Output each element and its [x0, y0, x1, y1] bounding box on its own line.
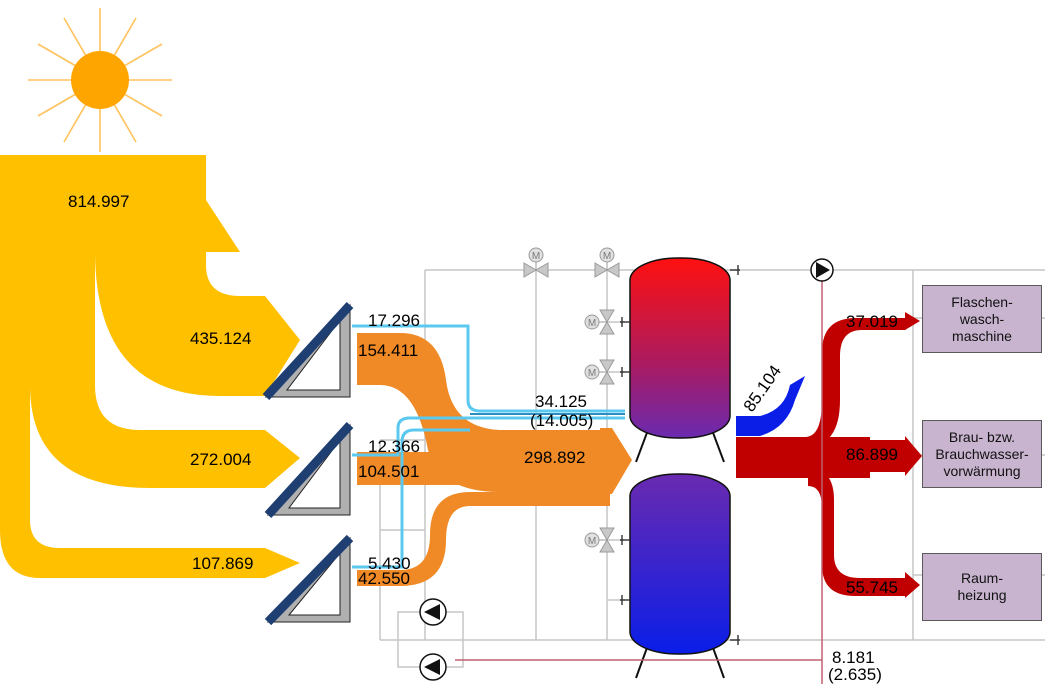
collector-1: [262, 301, 354, 401]
svg-text:M: M: [532, 251, 540, 262]
storage-input-arrow: [600, 428, 632, 494]
consumer-flow-label-3: 55.745: [846, 578, 898, 597]
collector-solar-label-2: 272.004: [190, 450, 251, 469]
flow-labels: 814.997 435.124 272.004 107.869 17.296 1…: [68, 192, 898, 684]
return-flow-label-3: 5.430: [368, 554, 411, 573]
storage-input-label: 298.892: [524, 448, 585, 467]
solar-branch-1: [95, 250, 300, 396]
fresh-water-flow: [736, 376, 805, 436]
valve-icon: M: [584, 527, 615, 553]
collector-3: [264, 534, 354, 626]
svg-text:M: M: [588, 318, 596, 329]
pump-icon: [810, 258, 834, 282]
svg-text:M: M: [588, 536, 596, 547]
valve-icon: M: [594, 247, 620, 278]
svg-text:M: M: [588, 368, 596, 379]
storage-tank-hot: [629, 257, 731, 463]
loss-sub-label: (14.005): [530, 411, 593, 430]
valve-icon: M: [523, 247, 549, 278]
solar-branch-2: [30, 250, 300, 488]
pump-icon: [419, 653, 447, 681]
solar-input-flow: [0, 155, 240, 252]
return-flow-label-2: 12.366: [368, 437, 420, 456]
collector-heat-label-3: 42.550: [358, 569, 410, 588]
solar-branch-3: [0, 250, 300, 578]
consumer-flow-2: [860, 436, 922, 476]
collector-heat-label-2: 104.501: [358, 462, 419, 481]
heat-flows: [357, 333, 632, 586]
consumer-flow-label-1: 37.019: [846, 312, 898, 331]
consumer-flows: [736, 312, 922, 598]
valve-icon: M: [584, 359, 615, 385]
motor-valves: M M M M M: [523, 247, 620, 553]
collector-solar-label-1: 435.124: [190, 329, 251, 348]
tank-connectors: [620, 265, 740, 645]
solar-collectors: [262, 301, 354, 626]
consumer-box-space-heating: Raum- heizung: [922, 553, 1042, 621]
solar-total-label: 814.997: [68, 192, 129, 211]
collector-heat-label-1: 154.411: [358, 341, 418, 360]
heat-flow-2: [357, 452, 612, 485]
valve-icon: M: [584, 309, 615, 335]
pipe-loss-sub-label: (2.635): [828, 665, 882, 684]
solar-flows: [0, 155, 300, 578]
consumer-flow-label-2: 86.899: [846, 445, 898, 464]
collector-2: [264, 421, 354, 519]
sun-icon: [28, 8, 172, 152]
collector-solar-label-3: 107.869: [192, 554, 253, 573]
heat-flow-3: [357, 492, 610, 586]
svg-text:M: M: [603, 251, 611, 262]
consumer-flow-3: [808, 468, 920, 598]
loss-label: 34.125: [535, 392, 587, 411]
return-flows: [352, 324, 625, 569]
storage-tank-cold: [629, 473, 731, 679]
pipe-loss-label: 8.181: [832, 648, 875, 667]
pump-icon: [419, 598, 447, 626]
pipe-loss-line: [455, 280, 823, 684]
consumer-box-brewing-water: Brau- bzw. Brauchwasser- vorwärmung: [922, 420, 1042, 488]
return-flow-label-1: 17.296: [368, 311, 420, 330]
consumer-box-bottle-washer: Flaschen- wasch- maschine: [922, 285, 1042, 353]
hot-flow-main: [736, 437, 870, 478]
consumer-flow-1: [805, 312, 920, 447]
